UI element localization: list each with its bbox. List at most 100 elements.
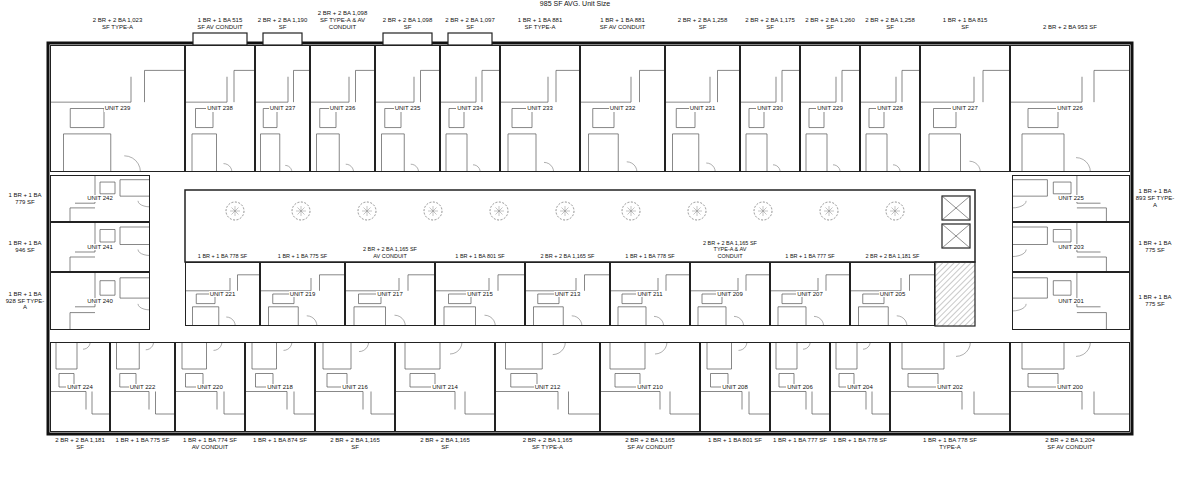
unit-annotation: 1 BR + 1 BA 778 SF [195,253,251,259]
partition-wall [120,278,150,298]
door-swing [83,342,90,349]
partition-wall [363,392,364,410]
door-swing [146,342,154,350]
partition-wall [317,134,340,172]
unit-room: UNIT 213 [525,262,610,326]
partition-wall [738,278,739,291]
partition-wall [902,70,920,102]
unit-room: UNIT 236 [310,45,375,172]
partition-wall [826,275,850,291]
partition-wall [75,252,95,253]
unit-room: UNIT 234 [440,45,500,172]
partition-wall [255,102,288,103]
elevator-cross [942,224,970,248]
door-swing [214,342,222,350]
unit-annotation: 1 BR + 1 BA 775 SF [1134,240,1176,254]
unit-annotation: 2 BR + 2 BA 1,181 SF [53,437,107,451]
unit-annotation: 1 BR + 1 BA 515 SF AV CONDUIT [195,17,245,31]
partition-wall [50,391,86,392]
unit-number: UNIT 201 [1057,298,1085,305]
partition-wall [508,134,536,172]
unit-number: UNIT 214 [431,384,459,391]
elevator-cross [942,196,970,220]
unit-annotation: 2 BR + 2 BA 1,258 SF [678,17,728,31]
unit-room: UNIT 214 [395,342,495,432]
unit-room: UNIT 233 [500,45,580,172]
partition-wall [698,307,726,326]
partition-wall [371,392,395,415]
unit-room: UNIT 240 [50,272,150,330]
door-swing [814,316,824,326]
partition-wall [185,102,227,103]
unit-annotation: 1 BR + 1 BA 778 SF [833,437,887,444]
partition-wall [234,70,255,102]
tree-canopy [292,202,310,220]
unit-number: UNIT 242 [86,195,114,202]
partition-wall [252,342,277,369]
partition-wall [175,391,217,392]
building-outline [48,43,1132,434]
unit-number: UNIT 222 [129,384,157,391]
unit-number: UNIT 203 [1057,244,1085,251]
tree-symbol [688,202,706,220]
unit-room: UNIT 205 [850,262,935,326]
unit-annotation: 2 BR + 2 BA 1,165 SF [418,437,472,451]
partition-wall [156,392,176,415]
partition-wall [1094,70,1130,102]
unit-annotation: 1 BR + 1 BA 801 SF [452,253,508,259]
partition-wall [962,392,963,410]
unit-room: UNIT 207 [770,262,850,326]
unit-room: UNIT 204 [830,342,890,432]
partition-wall [1077,208,1107,222]
unit-number: UNIT 232 [609,105,637,112]
partition-wall [1028,109,1058,128]
partition-wall [585,275,611,291]
partition-wall [700,391,742,392]
unit-number: UNIT 230 [756,105,784,112]
plan-title: 985 SF AVG. Unit Size [540,0,610,7]
unit-number: UNIT 234 [456,105,484,112]
partition-wall [800,102,836,103]
partition-wall [1010,391,1082,392]
unit-room: UNIT 208 [700,342,770,432]
tree-branch [891,207,898,214]
partition-wall [983,70,1010,102]
partition-wall [580,102,631,103]
partition-wall [70,208,95,222]
partition-wall [500,102,548,103]
partition-wall [310,102,349,103]
tree-branch [363,207,370,214]
door-swing [346,164,354,172]
unit-annotation: 2 BR + 2 BA 1,258 SF [865,17,915,31]
door-swing [138,201,150,207]
unit-annotation: 1 BR + 1 BA 775 SF [275,253,331,259]
unit-room: UNIT 232 [580,45,665,172]
partition-wall [498,275,525,291]
unit-room: UNIT 217 [345,262,435,326]
unit-room: UNIT 209 [690,262,770,326]
partition-wall [890,391,962,392]
partition-wall [1012,180,1047,196]
partition-wall [100,230,115,243]
unit-number: UNIT 220 [196,384,224,391]
partition-wall [534,307,564,326]
partition-wall [974,392,1010,415]
unit-annotation: 2 BR + 2 BA 1,190 SF [258,17,308,31]
partition-wall [1053,182,1071,194]
partition-wall [192,134,217,172]
unit-annotation: 1 BR + 1 BA 778 SF [622,253,678,259]
unit-number: UNIT 231 [689,105,717,112]
unit-room: UNIT 241 [50,222,150,272]
unit-number: UNIT 217 [376,291,404,298]
unit-annotation: 2 BR + 2 BA 1,175 SF [745,17,795,31]
partition-wall [749,392,770,415]
partition-wall [440,102,476,103]
tree-canopy [556,202,574,220]
door-swing [706,163,715,172]
partition-wall [830,391,866,392]
partition-wall [100,182,115,194]
tree-symbol [622,202,640,220]
unit-annotation: 2 BR + 2 BA 1,165 SF AV CONDUIT [623,437,677,451]
tree-canopy [424,202,442,220]
unit-annotation: 2 BR + 2 BA 1,165 SF [540,253,596,259]
